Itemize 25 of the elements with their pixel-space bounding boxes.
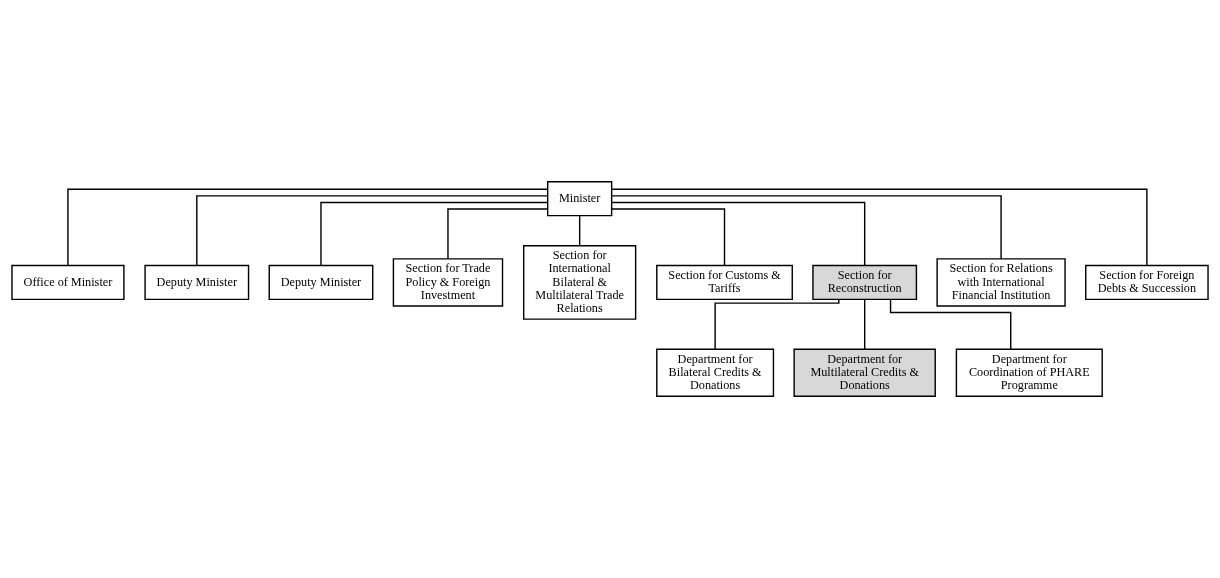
connector: [578, 214, 581, 247]
connector: [67, 188, 549, 267]
connector: [611, 201, 866, 267]
node-box: Section for Customs & Tariffs: [656, 264, 793, 301]
connector: [889, 298, 1012, 350]
node-box: Section for Foreign Debts & Succession: [1085, 264, 1209, 301]
connector: [196, 195, 549, 266]
node-box: Office of Minister: [11, 264, 125, 301]
connector: [864, 298, 866, 350]
connector: [611, 188, 1148, 267]
node-box: Department for Coordination of PHARE Programme: [955, 348, 1103, 397]
node-box: Deputy Minister: [268, 264, 374, 301]
connector: [320, 201, 549, 267]
node-box: Section for International Bilateral & Multilateral Trade Relations: [523, 245, 637, 320]
node-box: Section for Relations with International Financial Institution: [936, 258, 1066, 307]
node-box: Department for Bilateral Credits & Donations: [656, 348, 775, 397]
connector: [714, 298, 840, 350]
connector: [610, 195, 1002, 260]
node-box: Minister: [546, 181, 613, 217]
node-box: Section for Trade Policy & Foreign Investment: [392, 258, 504, 307]
connector: [611, 208, 726, 267]
connector: [447, 208, 549, 260]
node-box: Department for Multilateral Credits & Donations: [793, 348, 936, 397]
node-box: Section for Reconstruction: [812, 264, 918, 301]
node-box: Deputy Minister: [144, 264, 250, 301]
